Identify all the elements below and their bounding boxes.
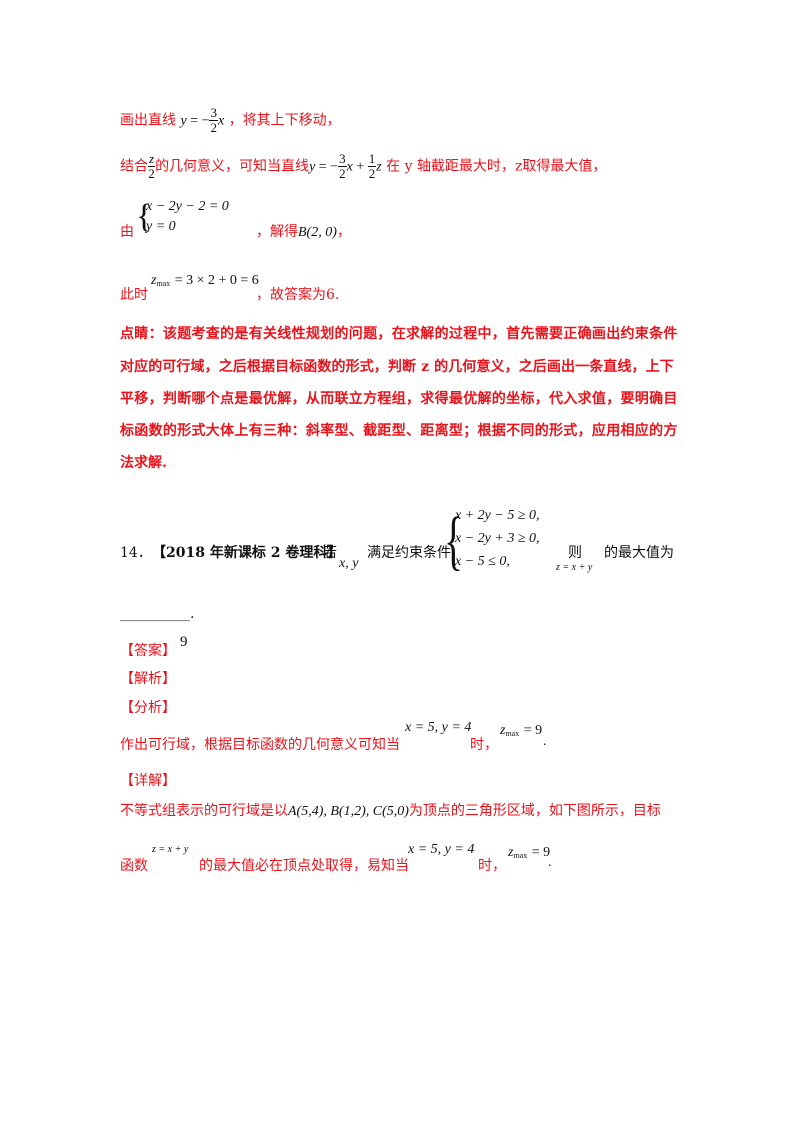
q14-cond: 满足约束条件 bbox=[367, 545, 451, 561]
text-answer-6: 6. bbox=[326, 287, 340, 303]
text-z: z bbox=[514, 158, 523, 175]
text-then: 此时 bbox=[120, 287, 148, 303]
text-move: ，将其上下移动， bbox=[228, 112, 341, 129]
q14-number: 14． bbox=[120, 545, 152, 561]
text-combine: 结合 bbox=[120, 158, 148, 175]
math-line-y: y bbox=[180, 113, 187, 129]
q14-constraint-3: x − 5 ≤ 0, bbox=[455, 554, 510, 569]
text-answer-is: ，故答案为 bbox=[256, 287, 326, 303]
text-max: 取得最大值， bbox=[522, 158, 607, 175]
q14-blank: __________. bbox=[120, 606, 195, 622]
step-solve: 由 bbox=[120, 221, 134, 241]
q14-constraint-1: x + 2y − 5 ≥ 0, bbox=[455, 508, 540, 523]
fenxi-label: 【分析】 bbox=[120, 700, 176, 716]
analysis-label: 【解析】 bbox=[120, 671, 176, 687]
fenxi-when: 时， bbox=[470, 737, 498, 753]
comment-line-4: 标函数的形式大体上有三种：斜率型、截距型、距离型；根据不同的形式，应用相应的方 bbox=[120, 423, 678, 439]
fenxi-text: 作出可行域，根据目标函数的几何意义可知当 bbox=[120, 734, 400, 754]
fenxi-end: . bbox=[543, 734, 547, 749]
q14-ask: 的最大值为 bbox=[604, 545, 674, 561]
step-answer-6: ，故答案为6. bbox=[256, 284, 339, 304]
comment-line-3: 平移，判断哪个点是最优解，从而联立方程组，求得最优解的坐标，代入求值，要明确目 bbox=[120, 391, 678, 407]
math-zmax-expr: zmax = 3 × 2 + 0 = 6 bbox=[151, 273, 259, 288]
text-intercept: 轴截距最大时， bbox=[416, 158, 515, 175]
detail-text-4: 的最大值必在顶点处取得，易知当 bbox=[199, 858, 409, 874]
q14-objective: z = x + y bbox=[556, 562, 593, 573]
answer-value: 9 bbox=[180, 634, 188, 650]
detail-points: A(5,4), B(1,2), C(5,0) bbox=[288, 804, 409, 819]
q14-if: 若 bbox=[323, 545, 337, 561]
detail-zmax: zmax = 9 bbox=[508, 845, 551, 860]
math-zmax-value: = 3 × 2 + 0 = 6 bbox=[174, 273, 259, 288]
system-eq1: x − 2y − 2 = 0 bbox=[146, 199, 229, 214]
system-eq2: y = 0 bbox=[146, 219, 176, 234]
comment-line-2: 对应的可行域，之后根据目标函数的形式，判断 z 的几何意义，之后画出一条直线，上… bbox=[120, 359, 674, 375]
math-point-b: B(2, 0) bbox=[298, 225, 337, 240]
detail-zmax-value: = 9 bbox=[531, 845, 551, 860]
detail-text-2: 为顶点的三角形区域，如下图所示，目标 bbox=[408, 803, 661, 819]
q14-vars: x, y bbox=[339, 556, 359, 571]
text-from: 由 bbox=[120, 224, 134, 240]
text-comma: ， bbox=[336, 224, 351, 240]
step-zmax: 此时 bbox=[120, 284, 148, 304]
detail-objective: z = x + y bbox=[152, 844, 189, 855]
q14-source: 【2018 年新课标 2 卷理科】 bbox=[152, 545, 342, 561]
detail-when: 时， bbox=[478, 858, 506, 874]
fenxi-text-1: 作出可行域，根据目标函数的几何意义可知当 bbox=[120, 737, 400, 753]
system-brace: { bbox=[136, 198, 153, 235]
detail-label: 【详解】 bbox=[120, 773, 176, 789]
q14-constraint-2: x − 2y + 3 ≥ 0, bbox=[455, 531, 540, 546]
detail-line-1: 不等式组表示的可行域是以A(5,4), B(1,2), C(5,0)为顶点的三角… bbox=[120, 800, 661, 820]
text-at: 在 bbox=[386, 158, 401, 175]
q14-brace: { bbox=[444, 504, 464, 577]
fenxi-zmax: zmax = 9 bbox=[500, 723, 543, 738]
step-solve-result: ，解得B(2, 0)， bbox=[256, 221, 351, 241]
comment-line-1: 点睛：该题考查的是有关线性规划的问题，在求解的过程中，首先需要正确画出约束条件 bbox=[120, 326, 678, 342]
text-meaning: 的几何意义，可知当直线 bbox=[155, 158, 310, 175]
detail-cond: x = 5, y = 4 bbox=[408, 842, 475, 857]
answer-label: 【答案】 bbox=[120, 643, 176, 659]
detail-end: . bbox=[548, 855, 552, 870]
text-draw-line: 画出直线 bbox=[120, 112, 176, 129]
comment-line-5: 法求解. bbox=[120, 455, 167, 471]
text-axis: y bbox=[404, 158, 413, 175]
fenxi-zmax-value: = 9 bbox=[523, 723, 543, 738]
detail-text-1: 不等式组表示的可行域是以 bbox=[120, 803, 288, 819]
detail-func: 函数 bbox=[120, 858, 148, 874]
q14-then: 则 bbox=[568, 545, 582, 561]
text-solve: ，解得 bbox=[256, 224, 298, 240]
fenxi-cond: x = 5, y = 4 bbox=[405, 720, 472, 735]
